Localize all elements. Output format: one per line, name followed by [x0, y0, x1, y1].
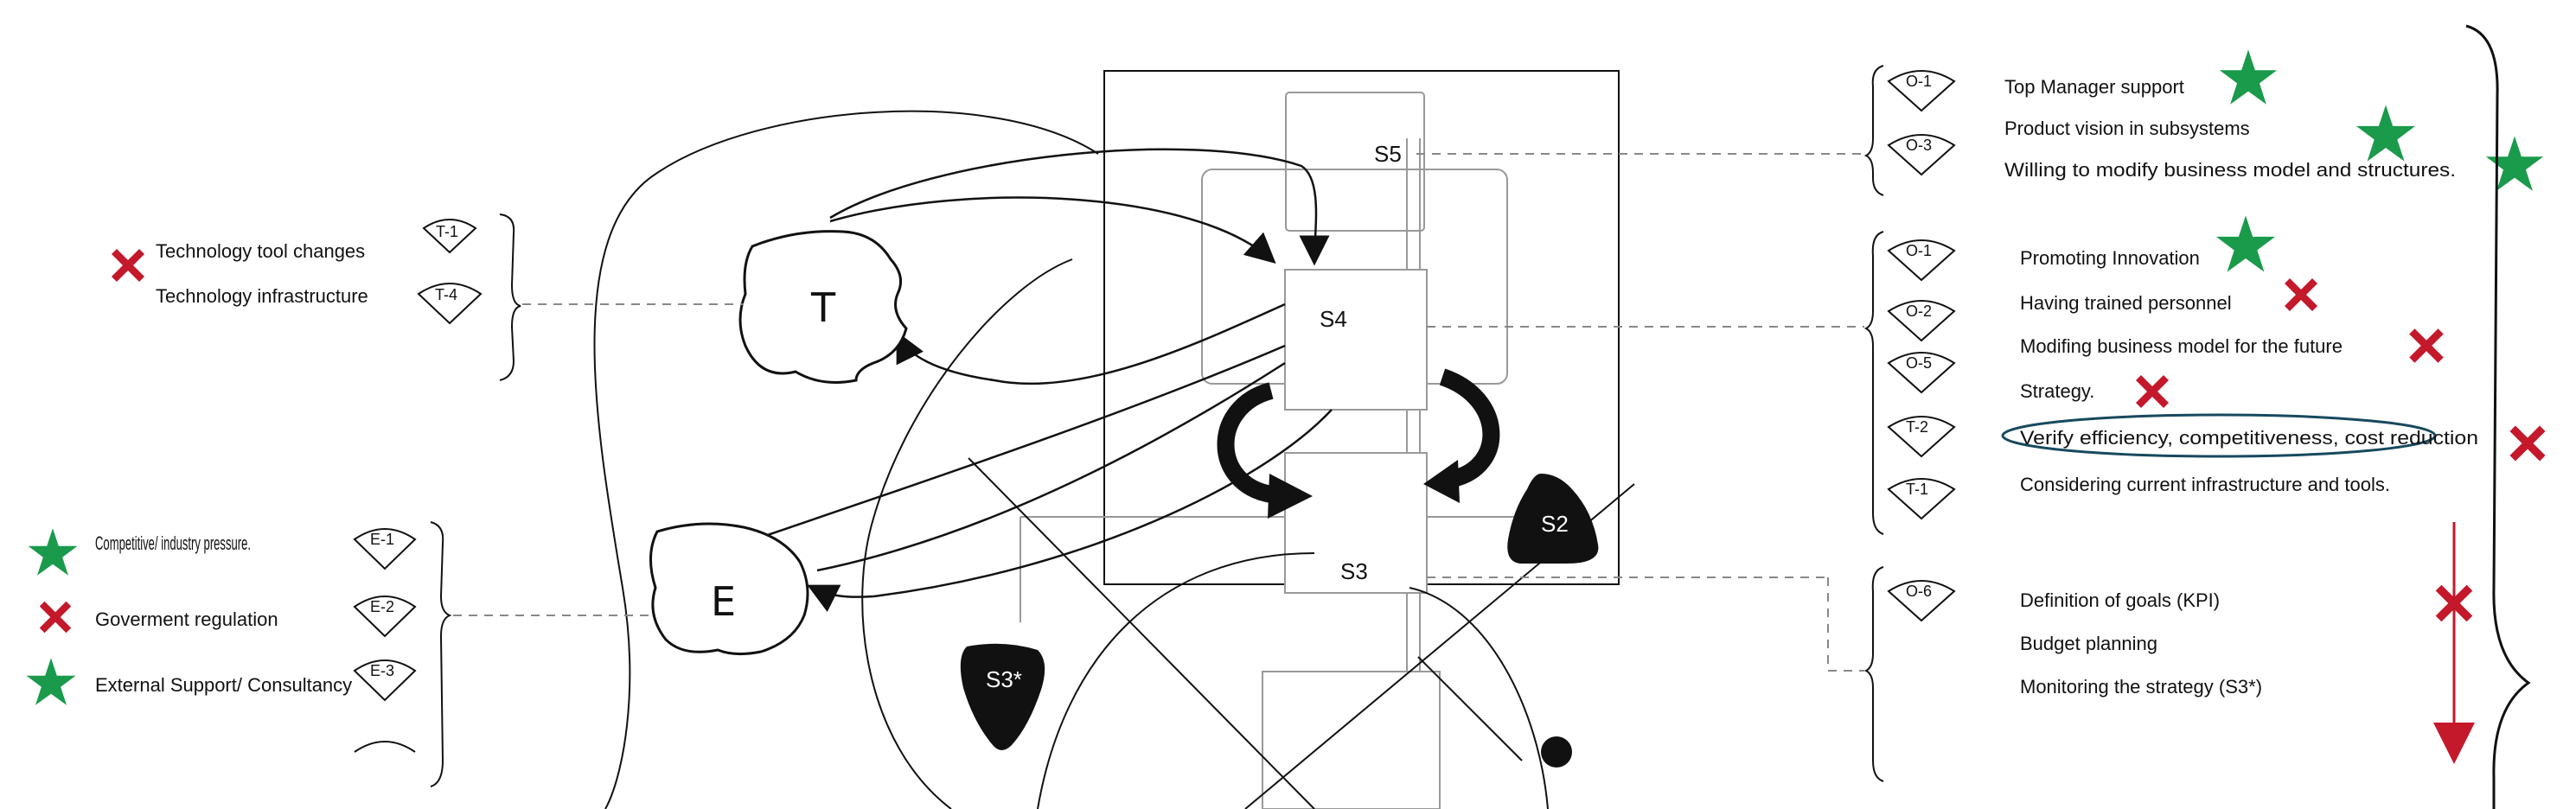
cross-icon [112, 249, 144, 282]
star-icon [2215, 215, 2276, 272]
code-badge-icon [1887, 239, 1956, 282]
s3-box [1284, 452, 1428, 594]
s4-item-5-text: Verify efficiency, competitiveness, cost… [2020, 427, 2478, 449]
s5-item-1-code: O-1 [1906, 73, 1932, 90]
s3-item-2-text: Budget planning [2020, 633, 2157, 654]
s5-item-2-text: Product vision in subsystems [2004, 118, 2250, 139]
code-badge-icon [354, 741, 416, 753]
technology-item-2-text: Technology infrastructure [156, 285, 368, 307]
s4-item-3-code: O-5 [1906, 354, 1932, 372]
s4-item-2-code: O-2 [1906, 303, 1932, 320]
external-item-2-code: E-2 [370, 598, 394, 615]
s3-item-3-text: Monitoring the strategy (S3*) [2020, 676, 2262, 698]
bracket-icon [1863, 566, 1884, 782]
left-external-group: Competitive/ industry pressure. Govermen… [26, 521, 650, 787]
external-label: E [711, 578, 736, 625]
s5-item-3-text: Willing to modify business model and str… [2004, 159, 2456, 181]
bracket-icon [499, 213, 521, 381]
code-badge-icon [353, 659, 417, 702]
external-item-3-code: E-3 [370, 662, 394, 679]
bracket-icon [430, 521, 452, 787]
s2-label: S2 [1541, 511, 1569, 537]
code-badge-icon [1887, 70, 1956, 112]
code-badge-icon [417, 283, 483, 325]
vsm-central-frame [968, 70, 1635, 809]
code-badge-icon [1887, 134, 1956, 176]
technology-item-1-text: Technology tool changes [156, 240, 365, 262]
external-item-1-code: E-1 [370, 531, 394, 548]
right-s5-group: O-1 O-3 Top Manager support Product visi… [1416, 49, 2544, 196]
s3-item-1-code: O-6 [1906, 583, 1932, 600]
s4-item-3-text: Modifing business model for the future [2020, 335, 2343, 357]
s5-item-1-text: Top Manager support [2004, 76, 2184, 98]
star-icon [28, 528, 78, 576]
s3-label: S3 [1340, 558, 1368, 584]
s2-shape [1507, 474, 1599, 564]
highlight-ellipse [2001, 413, 2437, 458]
right-s3-group: O-6 Definition of goals (KPI) Budget pla… [1427, 566, 2473, 782]
s4-item-2-text: Having trained personnel [2020, 292, 2232, 314]
external-item-3-text: External Support/ Consultancy [95, 674, 352, 696]
code-badge-icon [353, 528, 417, 570]
technology-item-2-code: T-4 [435, 286, 457, 303]
code-badge-icon [422, 219, 477, 254]
code-badge-icon [1887, 478, 1956, 520]
bracket-icon [1863, 65, 1884, 196]
star-icon [2219, 49, 2278, 105]
technology-label: T [810, 284, 836, 331]
external-item-1-text: Competitive/ industry pressure. [95, 532, 251, 554]
s5-box [1285, 92, 1425, 232]
technology-blob [738, 230, 908, 384]
code-badge-icon [1887, 300, 1956, 342]
environment-curves [593, 110, 1333, 809]
cross-icon [2509, 425, 2546, 462]
cross-icon [2136, 375, 2169, 408]
s4-label: S4 [1320, 306, 1347, 332]
s4-item-5-code: T-1 [1906, 481, 1928, 498]
star-icon [26, 658, 76, 705]
external-blob [649, 522, 809, 656]
s3-star-shape [960, 643, 1045, 750]
s5-label: S5 [1374, 141, 1402, 167]
s4-item-4-code: T-2 [1906, 418, 1928, 436]
technology-item-1-code: T-1 [436, 223, 458, 240]
external-item-2-text: Goverment regulation [95, 608, 278, 630]
bracket-icon [1863, 231, 1884, 535]
s4-box [1284, 269, 1428, 411]
s5-item-2-code: O-3 [1906, 137, 1932, 154]
s4-item-6-text: Considering current infrastructure and t… [2020, 474, 2390, 495]
s3-item-1-text: Definition of goals (KPI) [2020, 589, 2220, 611]
cross-icon [2285, 278, 2317, 311]
s3-star-label: S3* [986, 666, 1022, 692]
star-icon [2355, 105, 2416, 162]
star-icon [2485, 136, 2544, 191]
large-bracket-icon [2465, 24, 2531, 809]
cross-icon [2409, 328, 2444, 363]
code-badge-icon [353, 596, 417, 638]
code-badge-icon [1887, 580, 1956, 622]
s4-item-1-code: O-1 [1906, 242, 1932, 259]
code-badge-icon [1887, 416, 1956, 458]
cross-icon [39, 601, 72, 634]
code-badge-icon [1887, 352, 1956, 394]
s1-box [1262, 671, 1441, 809]
right-s4-group: O-1 O-2 O-5 T-2 T-1 Promoting Innovation… [1427, 215, 2546, 535]
left-technology-group: Technology tool changes Technology infra… [112, 213, 744, 381]
s4-item-4-text: Strategy. [2020, 380, 2094, 402]
s4-item-1-text: Promoting Innovation [2020, 247, 2200, 269]
